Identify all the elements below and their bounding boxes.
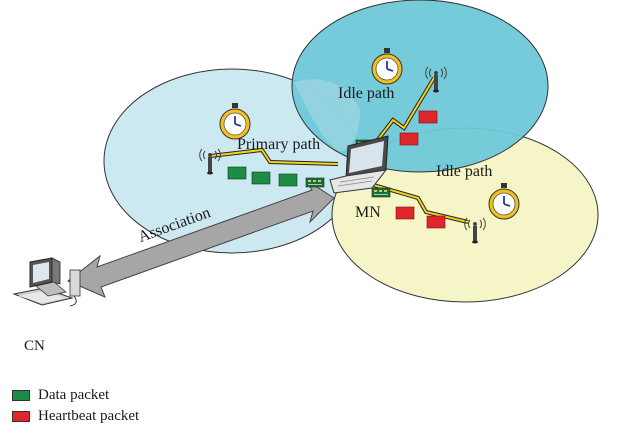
laptop-icon: [329, 135, 389, 194]
idle-path-top-label: Idle path: [338, 85, 395, 102]
legend-item-data-packet: Data packet: [12, 385, 139, 406]
legend-label: Heartbeat packet: [38, 408, 140, 424]
desktop-computer-icon: [12, 257, 81, 307]
heartbeat-packet: [395, 206, 415, 220]
mn-label: MN: [355, 204, 381, 221]
legend-item-heartbeat-packet: Heartbeat packet: [12, 406, 139, 427]
data-packet: [227, 166, 247, 180]
data-packet: [251, 171, 271, 185]
data-packet: [278, 173, 298, 187]
association-arrow: [67, 179, 335, 298]
heartbeat-packet: [399, 132, 419, 146]
heartbeat-packet-swatch: [12, 411, 30, 422]
heartbeat-packet: [418, 110, 438, 124]
primary-path-label: Primary path: [237, 136, 321, 153]
heartbeat-packet: [426, 215, 446, 229]
cn-label: CN: [24, 338, 45, 354]
wireless-card-icon: [371, 187, 391, 198]
data-packet-swatch: [12, 390, 30, 401]
legend-label: Data packet: [38, 387, 110, 403]
legend: Data packet Heartbeat packet: [12, 385, 139, 427]
idle-path-right-label: Idle path: [436, 163, 493, 180]
wireless-card-icon: [305, 177, 325, 188]
